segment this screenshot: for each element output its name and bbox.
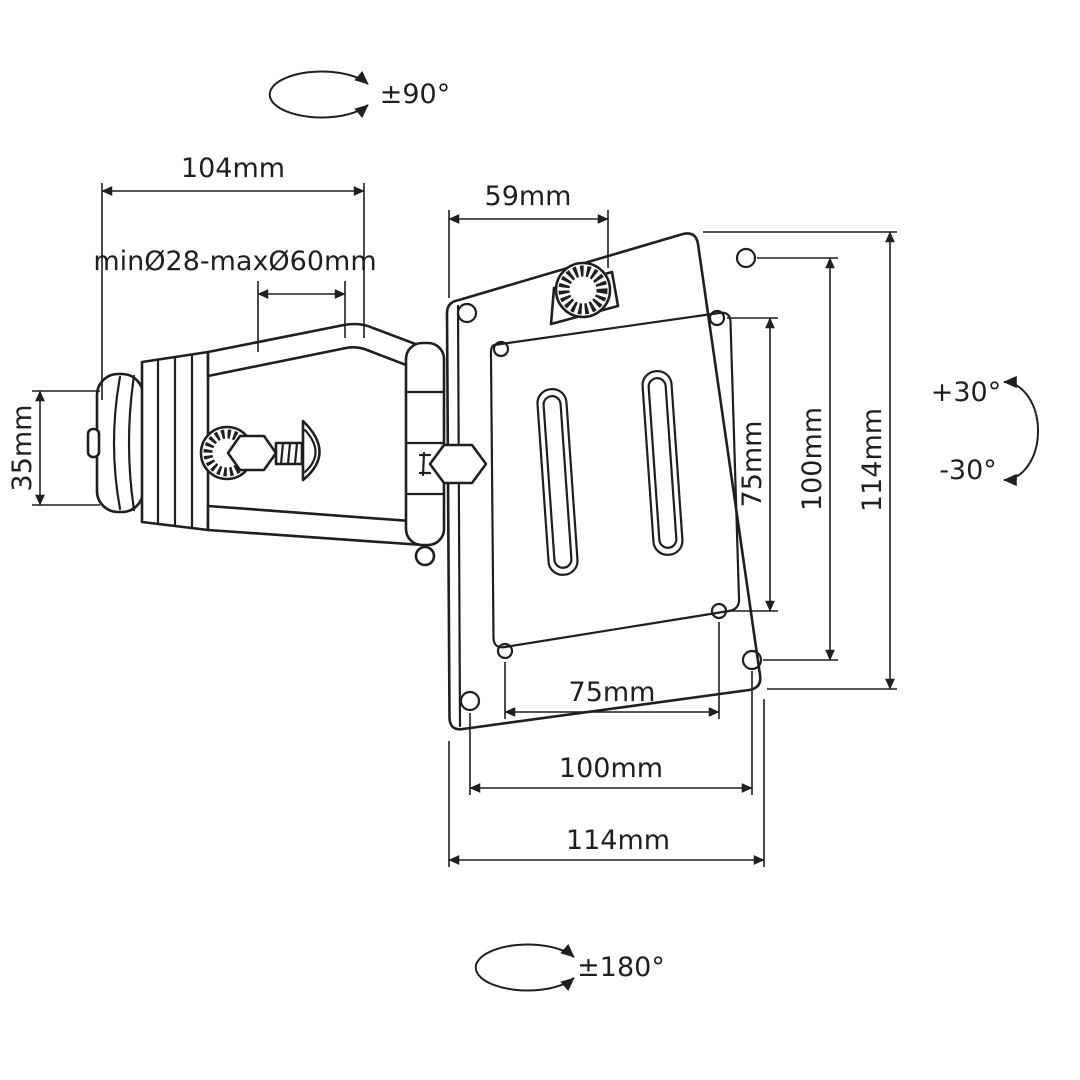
corner-hole-top-right [735,247,757,269]
threaded-rod-threads [279,441,299,466]
vesa75-hole-bottom-right [710,602,728,620]
ext-lines-104 [101,183,365,400]
vesa-plate-outline [445,232,762,731]
dim-plate-offset: 59mm [448,181,609,298]
ext-lines-114v [703,231,897,690]
dim-vesa75-vertical: 75mm [727,317,778,612]
vesa75-hole-bottom-left [496,642,514,660]
dim-vesa100-vertical: 100mm [757,257,838,661]
vesa-slot-right [641,370,684,556]
dim-pole-diameter: minØ28-maxØ60mm [93,246,377,352]
corner-hole-bottom-left [459,690,481,712]
label-tilt-down: -30° [939,455,997,486]
label-pole-diameter: minØ28-maxØ60mm [93,246,376,277]
clamp-jaw-top [206,322,436,378]
vesa-plate [445,232,763,731]
label-35mm: 35mm [7,405,38,492]
dim-plate-height: 114mm [703,231,897,690]
label-100mm-vertical: 100mm [797,407,828,511]
clamp-body-ribs [156,353,194,530]
clamp-hinge-segments [404,390,446,496]
rotation-arrow-bottom [474,943,575,992]
dim-vesa100-horizontal: 100mm [469,671,753,795]
corner-hole-bottom-right [741,649,763,671]
tilt-arrow [1003,375,1039,487]
vesa75-hole-top-right [708,309,726,327]
label-75mm-vertical: 75mm [737,421,768,508]
pivot-nut [428,443,488,485]
label-114mm-vertical: 114mm [857,408,888,512]
dim-rotation-top: ±90° [268,70,450,119]
adjustment-knob-knurl [558,265,608,315]
vesa-slot-left [536,388,579,576]
label-rotation-bottom: ±180° [577,952,665,983]
label-tilt-up: +30° [931,377,1001,408]
clamp-jaw-bottom [206,504,426,547]
label-75mm-horizontal: 75mm [569,677,656,708]
dim-clamp-height: 35mm [7,390,100,506]
dim-clamp-length: 104mm [101,153,365,400]
pole-clamp [86,322,488,567]
tension-nut [226,434,278,472]
clamp-end-cap [95,372,145,514]
rotation-arrow-top [268,70,369,119]
vesa-plate-flange-line [456,304,462,728]
d-ring-inner [303,428,317,474]
corner-hole-top-left [456,302,478,324]
ext-lines-114h [448,699,765,867]
d-ring [301,419,321,482]
label-114mm-horizontal: 114mm [566,825,670,856]
label-59mm: 59mm [485,181,572,212]
clamp-nub [86,427,101,459]
label-100mm-horizontal: 100mm [559,753,663,784]
dim-tilt: +30° -30° [931,375,1039,487]
vesa75-hole-top-left [492,340,510,358]
label-104mm: 104mm [181,153,285,184]
pivot-stub-threads [418,451,432,477]
ext-lines-100h [469,671,753,795]
dim-rotation-bottom: ±180° [474,943,665,992]
clamp-end-cap-ribs [112,374,136,512]
label-rotation-top: ±90° [380,79,450,110]
dim-vesa75-horizontal: 75mm [504,622,720,719]
dim-plate-width: 114mm [448,699,765,867]
hinge-bolt [414,545,436,567]
